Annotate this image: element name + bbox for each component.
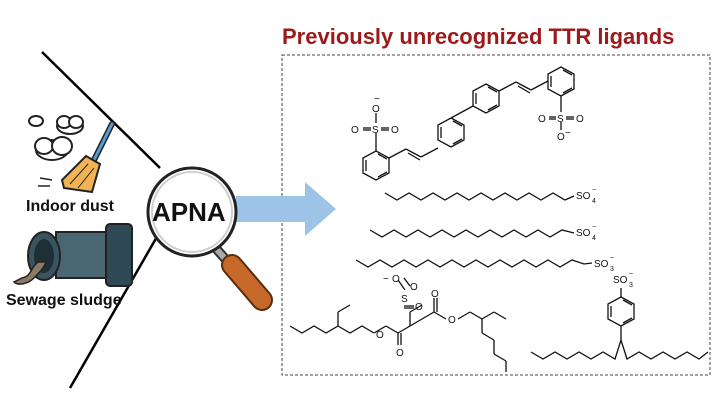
atom-label: O — [538, 114, 546, 125]
atom-label: O — [410, 282, 418, 293]
chain-sulfate-2 — [369, 229, 575, 238]
atom-label: O — [391, 125, 399, 136]
chain-2-sub: 4 — [592, 235, 596, 242]
chain-1-sub: 4 — [592, 198, 596, 205]
molecule-docusate — [289, 277, 507, 372]
chain-2-group: SO — [576, 228, 591, 239]
divider-line-lower — [68, 227, 164, 389]
chain-3-charge: − — [610, 255, 614, 262]
atom-label: − — [565, 128, 571, 139]
molecule-stilbene-labels: S O O O − S O O O − — [351, 94, 584, 143]
atom-label: O — [372, 104, 380, 115]
atom-label: O — [351, 125, 359, 136]
atom-label: O — [376, 330, 384, 341]
pipe-sludge-icon — [12, 223, 133, 287]
atom-label: S — [372, 125, 379, 136]
benzene-sulfonate-group: SO — [613, 275, 628, 286]
broom-dust-icon — [28, 115, 115, 194]
atom-label: O — [415, 302, 423, 313]
atom-label: O — [576, 114, 584, 125]
molecule-docusate-labels: O O O O S O O O − — [376, 274, 456, 359]
divider-line-upper — [41, 51, 161, 169]
molecule-alkylbenzene-sulfonate — [530, 288, 709, 360]
atom-label: O — [431, 289, 439, 300]
atom-label: O — [396, 348, 404, 359]
atom-label: O — [448, 315, 456, 326]
sewage-sludge-label: Sewage sludge — [6, 292, 122, 309]
chain-1-charge: − — [592, 187, 596, 194]
figure-title: Previously unrecognized TTR ligands — [282, 24, 675, 49]
flow-arrow — [236, 182, 336, 236]
benzene-sulfonate-sub: 3 — [629, 282, 633, 289]
chain-sulfonate-3 — [355, 259, 593, 268]
atom-label: − — [374, 94, 380, 105]
atom-label: O — [557, 132, 565, 143]
magnifier-lens — [146, 166, 238, 258]
molecule-stilbene-disulfonate — [362, 66, 575, 181]
atom-label: − — [383, 274, 389, 285]
chain-2-charge: − — [592, 224, 596, 231]
atom-label: S — [557, 114, 564, 125]
chain-3-sub: 3 — [610, 266, 614, 273]
chain-sulfate-1 — [384, 192, 575, 201]
chain-3-group: SO — [594, 259, 609, 270]
method-label: APNA — [152, 197, 226, 227]
indoor-dust-label: Indoor dust — [26, 198, 114, 215]
atom-label: S — [401, 294, 408, 305]
benzene-sulfonate-charge: − — [629, 271, 633, 278]
atom-label: O — [392, 274, 400, 285]
ligands-box — [281, 54, 711, 376]
magnifier-handle — [208, 240, 273, 311]
chain-1-group: SO — [576, 191, 591, 202]
